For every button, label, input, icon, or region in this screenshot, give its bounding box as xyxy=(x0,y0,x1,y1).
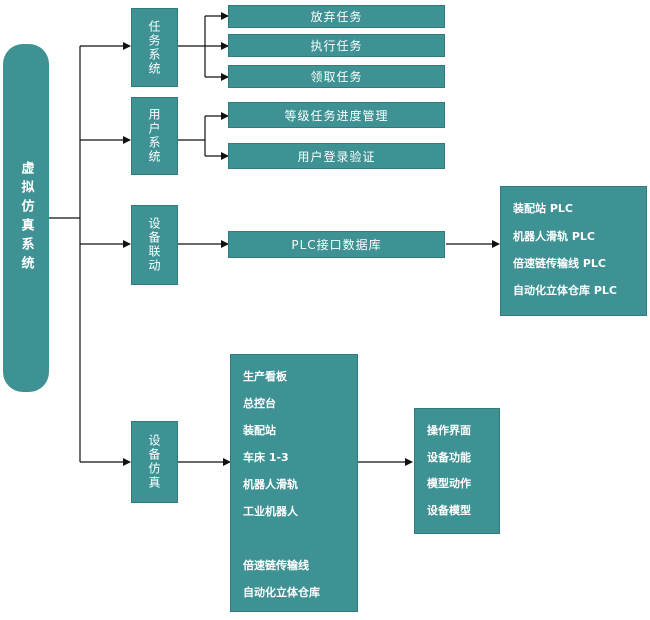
simulation-item: 自动化立体仓库 xyxy=(243,586,320,599)
user-login-label: 用户登录验证 xyxy=(297,149,376,164)
simulation-item: 生产看板 xyxy=(243,370,287,383)
plc-database-label: PLC接口数据库 xyxy=(291,238,382,252)
root-node: 虚拟仿真系统 xyxy=(3,44,49,392)
simulation-item: 装配站 xyxy=(243,424,276,437)
device-simulation-label: 设备仿真 xyxy=(147,434,161,490)
simulation-item: 总控台 xyxy=(243,397,276,410)
device-linkage-label: 设备联动 xyxy=(147,217,161,273)
execute-task-node: 执行任务 xyxy=(228,34,445,57)
simulation-item: 车床 1-3 xyxy=(243,451,289,464)
detail-item: 设备模型 xyxy=(427,504,471,517)
detail-item: 设备功能 xyxy=(427,451,471,464)
plc-item: 自动化立体仓库 PLC xyxy=(513,284,617,297)
user-system-node: 用户系统 xyxy=(131,97,178,175)
abandon-task-node: 放弃任务 xyxy=(228,5,445,28)
plc-item: 机器人滑轨 PLC xyxy=(513,230,595,243)
user-login-node: 用户登录验证 xyxy=(228,143,445,169)
plc-item: 倍速链传输线 PLC xyxy=(513,257,606,270)
claim-task-node: 领取任务 xyxy=(228,65,445,88)
simulation-item: 工业机器人 xyxy=(243,505,298,518)
task-system-node: 任务系统 xyxy=(131,8,178,87)
simulation-item: 机器人滑轨 xyxy=(243,478,298,491)
simulation-detail-node: 操作界面 设备功能 模型动作 设备模型 xyxy=(414,408,500,534)
plc-item: 装配站 PLC xyxy=(513,202,573,215)
detail-item: 模型动作 xyxy=(427,477,471,490)
claim-task-label: 领取任务 xyxy=(310,70,363,84)
task-system-label: 任务系统 xyxy=(147,19,161,76)
simulation-list-node: 生产看板 总控台 装配站 车床 1-3 机器人滑轨 工业机器人 倍速链传输线 自… xyxy=(230,354,358,612)
level-task-progress-label: 等级任务进度管理 xyxy=(284,108,389,123)
plc-list-node: 装配站 PLC 机器人滑轨 PLC 倍速链传输线 PLC 自动化立体仓库 PLC xyxy=(500,186,647,316)
device-linkage-node: 设备联动 xyxy=(131,205,178,285)
detail-item: 操作界面 xyxy=(427,424,471,437)
plc-database-node: PLC接口数据库 xyxy=(228,231,445,258)
root-label: 虚拟仿真系统 xyxy=(18,161,34,275)
abandon-task-label: 放弃任务 xyxy=(310,10,363,24)
simulation-item: 倍速链传输线 xyxy=(243,559,309,572)
level-task-progress-node: 等级任务进度管理 xyxy=(228,102,445,128)
execute-task-label: 执行任务 xyxy=(310,39,363,53)
user-system-label: 用户系统 xyxy=(147,108,161,164)
device-simulation-node: 设备仿真 xyxy=(131,421,178,503)
